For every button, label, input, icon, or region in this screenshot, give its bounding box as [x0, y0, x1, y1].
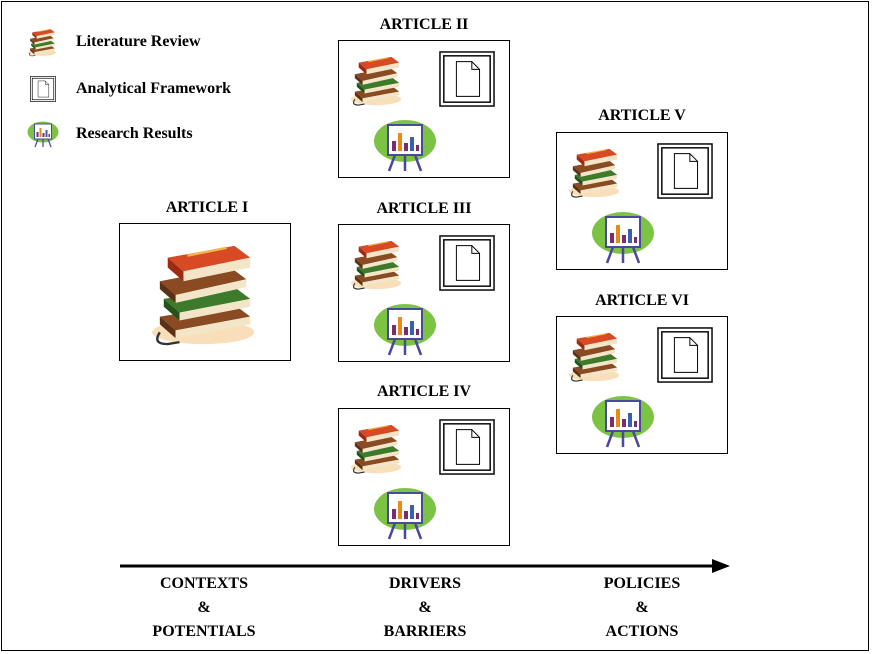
article-box-ii — [338, 40, 510, 178]
presentation-chart-icon — [591, 209, 655, 270]
article-title: ARTICLE V — [598, 107, 686, 124]
phase-line: DRIVERS — [388, 575, 461, 592]
phase-line: BARRIERS — [383, 623, 467, 640]
presentation-chart-icon — [26, 119, 60, 149]
article-box-vi — [556, 316, 728, 454]
legend-label: Literature Review — [76, 33, 201, 50]
article-box-iv — [338, 408, 510, 546]
article-box-iii — [338, 224, 510, 362]
legend-item-literature-review: Literature Review — [26, 27, 201, 57]
article-title: ARTICLE VI — [595, 292, 689, 309]
presentation-chart-icon — [373, 485, 437, 546]
timeline-arrow — [120, 559, 730, 573]
books-icon — [148, 238, 266, 353]
legend-item-analytical-framework: Analytical Framework — [26, 74, 231, 104]
phase-line: ACTIONS — [605, 623, 679, 640]
books-icon — [349, 53, 407, 112]
books-icon — [349, 421, 407, 480]
legend-label: Analytical Framework — [76, 80, 232, 97]
document-icon — [439, 419, 495, 480]
legend-item-research-results: Research Results — [26, 119, 193, 149]
phase-line: POTENTIALS — [152, 623, 256, 640]
presentation-chart-icon — [591, 393, 655, 454]
document-icon — [439, 51, 495, 112]
article-box-v — [556, 132, 728, 270]
legend-label: Research Results — [76, 125, 193, 142]
phase-line: & — [418, 599, 432, 616]
books-icon — [26, 27, 60, 57]
books-icon — [567, 145, 625, 204]
article-title: ARTICLE III — [376, 200, 472, 217]
books-icon — [349, 237, 407, 296]
article-title: ARTICLE IV — [376, 383, 472, 400]
document-icon — [26, 74, 60, 104]
document-icon — [657, 143, 713, 204]
document-icon — [657, 327, 713, 388]
presentation-chart-icon — [373, 301, 437, 362]
books-icon — [567, 329, 625, 388]
article-title: ARTICLE I — [165, 199, 249, 216]
phase-line: & — [635, 599, 649, 616]
article-box-i — [119, 223, 291, 361]
phase-label-contexts-potentials: CONTEXTS & POTENTIALS — [152, 572, 255, 644]
presentation-chart-icon — [373, 117, 437, 178]
phase-label-policies-actions: POLICIES & ACTIONS — [604, 572, 680, 644]
phase-line: CONTEXTS — [159, 575, 249, 592]
phase-line: POLICIES — [603, 575, 681, 592]
phase-label-drivers-barriers: DRIVERS & BARRIERS — [384, 572, 467, 644]
article-title: ARTICLE II — [379, 16, 469, 33]
document-icon — [439, 235, 495, 296]
phase-line: & — [197, 599, 211, 616]
